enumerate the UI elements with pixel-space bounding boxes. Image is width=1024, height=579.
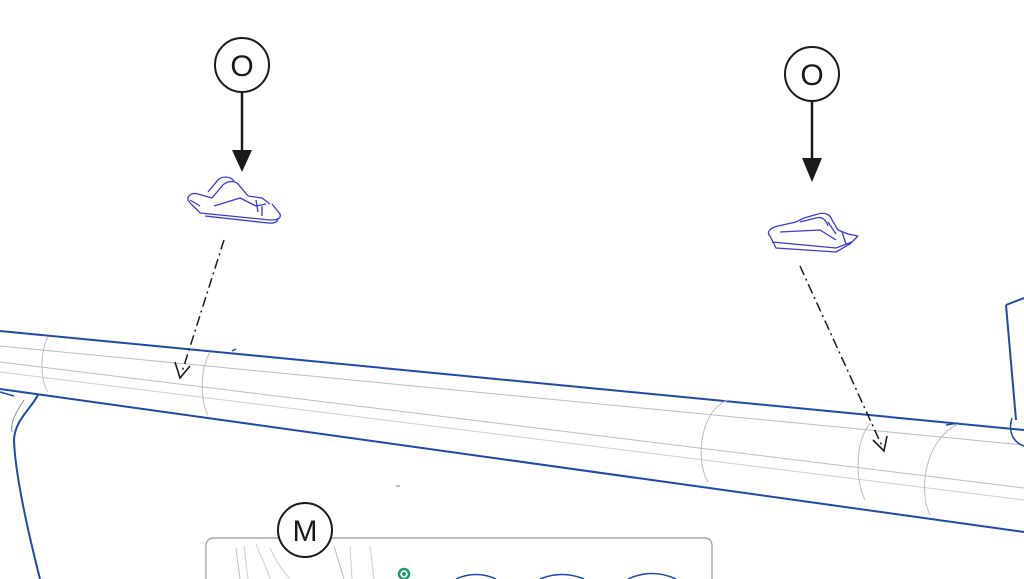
frame-rail	[0, 330, 1024, 533]
left-body-edge	[0, 391, 41, 579]
callout-label-o-right: O	[800, 59, 823, 92]
right-cable-clip	[767, 212, 859, 253]
callout-label-m: M	[293, 515, 318, 548]
callout-o-left: O	[214, 37, 270, 172]
placement-guide-left	[174, 239, 225, 380]
callout-label-o-left: O	[230, 50, 253, 83]
control-panel	[205, 485, 713, 579]
left-cable-clip	[187, 176, 281, 224]
callout-m: M	[277, 502, 333, 558]
right-upright-post	[1005, 297, 1024, 447]
placement-guide-right	[799, 265, 888, 453]
callout-o-right: O	[784, 46, 840, 182]
